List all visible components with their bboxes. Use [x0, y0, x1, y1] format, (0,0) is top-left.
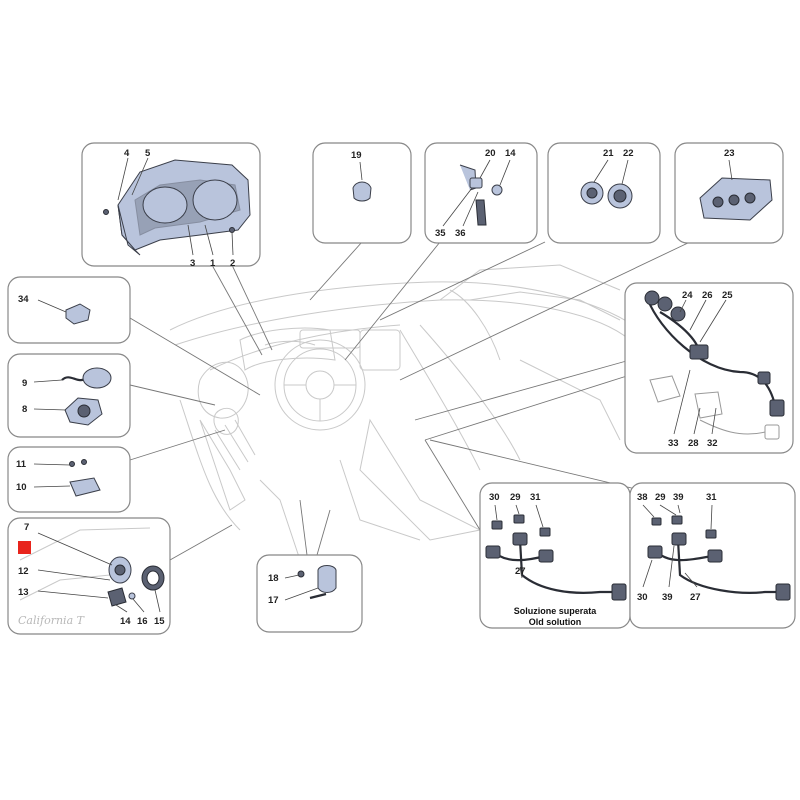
label-23: 23 — [724, 148, 735, 159]
label-31: 31 — [530, 492, 541, 503]
label-1: 1 — [210, 258, 216, 269]
panel-24: 24 26 25 33 28 32 — [624, 282, 794, 454]
label-4: 4 — [124, 148, 130, 159]
car-interior-outline — [169, 264, 641, 561]
label-35: 35 — [435, 228, 446, 239]
panel-11: 11 10 — [7, 446, 131, 513]
label-14: 14 — [505, 148, 516, 159]
caption-italian: Soluzione superata — [514, 606, 598, 616]
label-8: 8 — [22, 404, 27, 415]
california-t-logo: California T — [18, 614, 86, 627]
label-34: 34 — [18, 294, 29, 305]
label-20: 20 — [485, 148, 496, 159]
label-24: 24 — [682, 290, 693, 301]
label-11: 11 — [16, 459, 27, 470]
label-3: 3 — [190, 258, 195, 269]
label-27: 27 — [515, 566, 526, 577]
label-30b: 30 — [637, 592, 648, 603]
label-30: 30 — [489, 492, 500, 503]
label-10: 10 — [16, 482, 27, 493]
label-22: 22 — [623, 148, 634, 159]
label-29: 29 — [510, 492, 521, 503]
label-32: 32 — [707, 438, 718, 449]
panel-7: 7 12 13 14 16 15 California T — [7, 517, 171, 635]
panel-34: 34 — [7, 276, 131, 344]
label-19: 19 — [351, 150, 362, 161]
caption-english: Old solution — [529, 617, 582, 627]
label-13: 13 — [18, 587, 29, 598]
panel-21: 21 22 — [547, 142, 661, 244]
panel-17: 18 17 — [256, 554, 363, 633]
label-39: 39 — [673, 492, 684, 503]
panel-19: 19 — [312, 142, 412, 244]
callout-lines — [129, 241, 691, 561]
label-28: 28 — [688, 438, 699, 449]
label-15: 15 — [154, 616, 165, 627]
panel-new-solution: 38 29 39 31 30 39 27 — [629, 482, 796, 629]
label-26: 26 — [702, 290, 713, 301]
label-7: 7 — [24, 522, 29, 533]
panel-20: 20 14 35 36 — [424, 142, 538, 244]
label-17: 17 — [268, 595, 279, 606]
label-16: 16 — [137, 616, 148, 627]
label-2: 2 — [230, 258, 235, 269]
label-9: 9 — [22, 378, 27, 389]
label-18: 18 — [268, 573, 279, 584]
label-33: 33 — [668, 438, 679, 449]
label-29b: 29 — [655, 492, 666, 503]
label-12: 12 — [18, 566, 29, 577]
label-25: 25 — [722, 290, 733, 301]
label-5: 5 — [145, 148, 151, 159]
label-21: 21 — [603, 148, 614, 159]
label-27b: 27 — [690, 592, 701, 603]
red-marker — [18, 541, 31, 554]
panel-instrument-cluster: 4 5 3 1 2 — [81, 142, 261, 269]
label-36: 36 — [455, 228, 466, 239]
label-38: 38 — [637, 492, 648, 503]
label-14b: 14 — [120, 616, 131, 627]
label-31b: 31 — [706, 492, 717, 503]
panel-old-solution: 30 29 31 27 Soluzione superata Old solut… — [479, 482, 631, 629]
panel-23: 23 — [674, 142, 784, 244]
label-39b: 39 — [662, 592, 673, 603]
panel-9: 9 8 — [7, 353, 131, 438]
